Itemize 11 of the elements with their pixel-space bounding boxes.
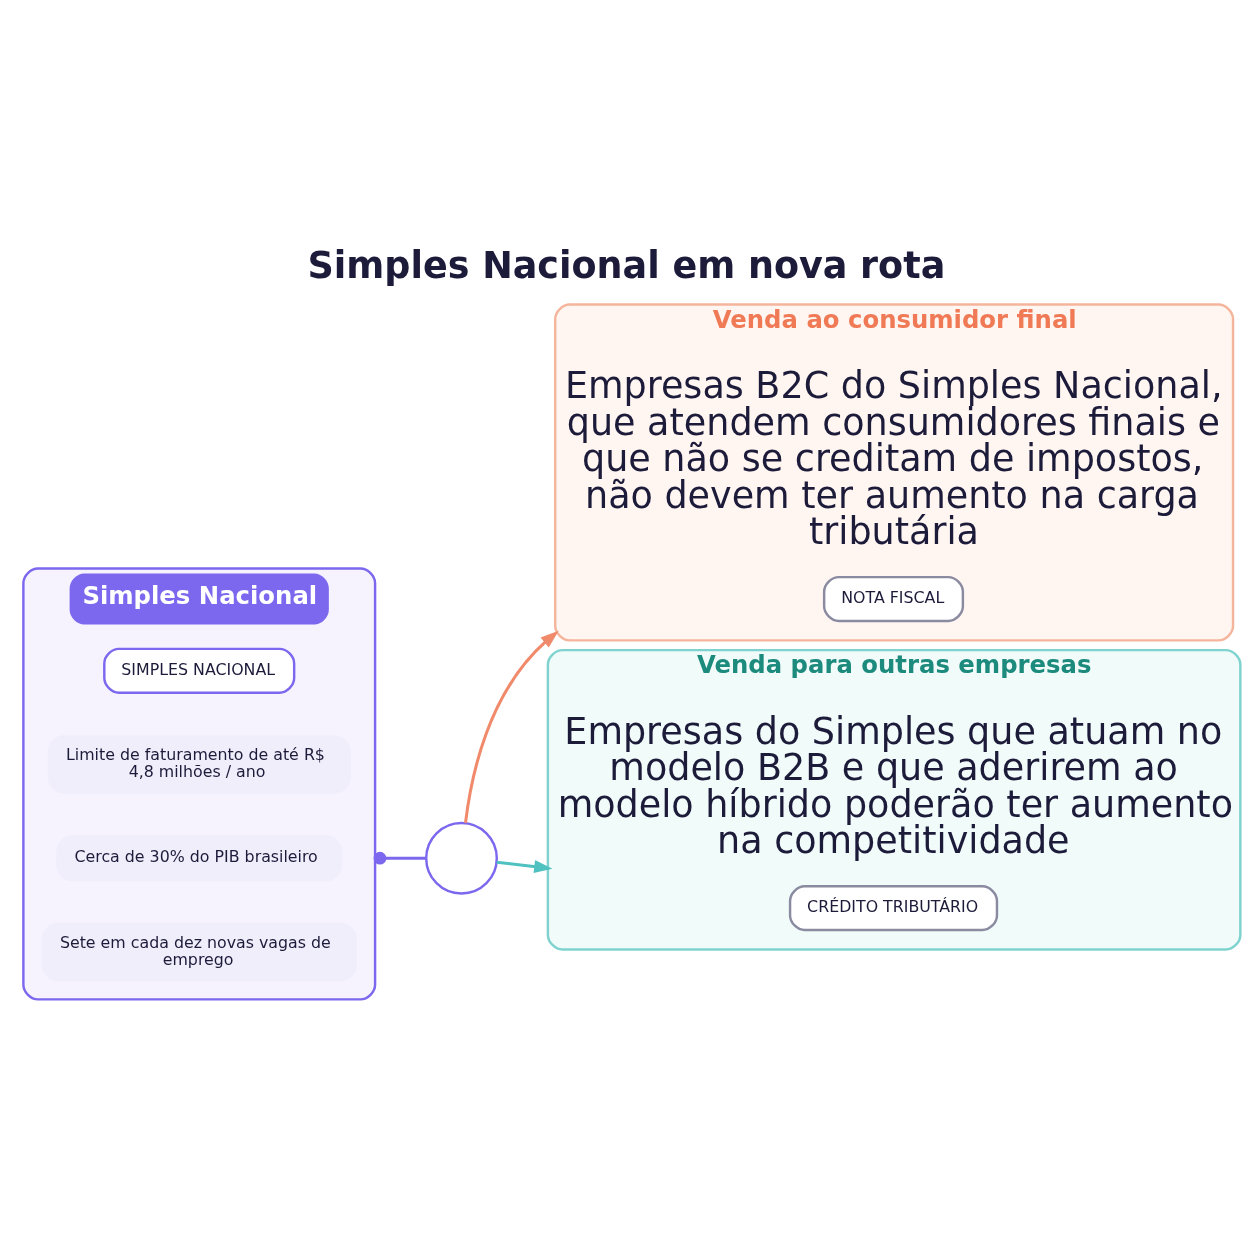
node-box: NOTA FISCAL bbox=[822, 575, 965, 623]
node-circle bbox=[425, 821, 498, 895]
arrow bbox=[496, 860, 553, 873]
arrow bbox=[464, 630, 559, 823]
connector bbox=[373, 851, 426, 865]
node-box: CRÉDITO TRIBUTÁRIO bbox=[788, 885, 999, 932]
node-text: Limite de faturamento de até R$ 4,8 milhões / ano bbox=[65, 745, 325, 782]
node-box: SIMPLES NACIONAL bbox=[103, 647, 296, 694]
node-text: Cerca de 30% do PIB brasileiro bbox=[74, 847, 318, 867]
node-text: Sete em cada dez novas vagas de emprego bbox=[59, 932, 331, 969]
diagram-title: Simples Nacional em nova rota bbox=[307, 243, 946, 287]
